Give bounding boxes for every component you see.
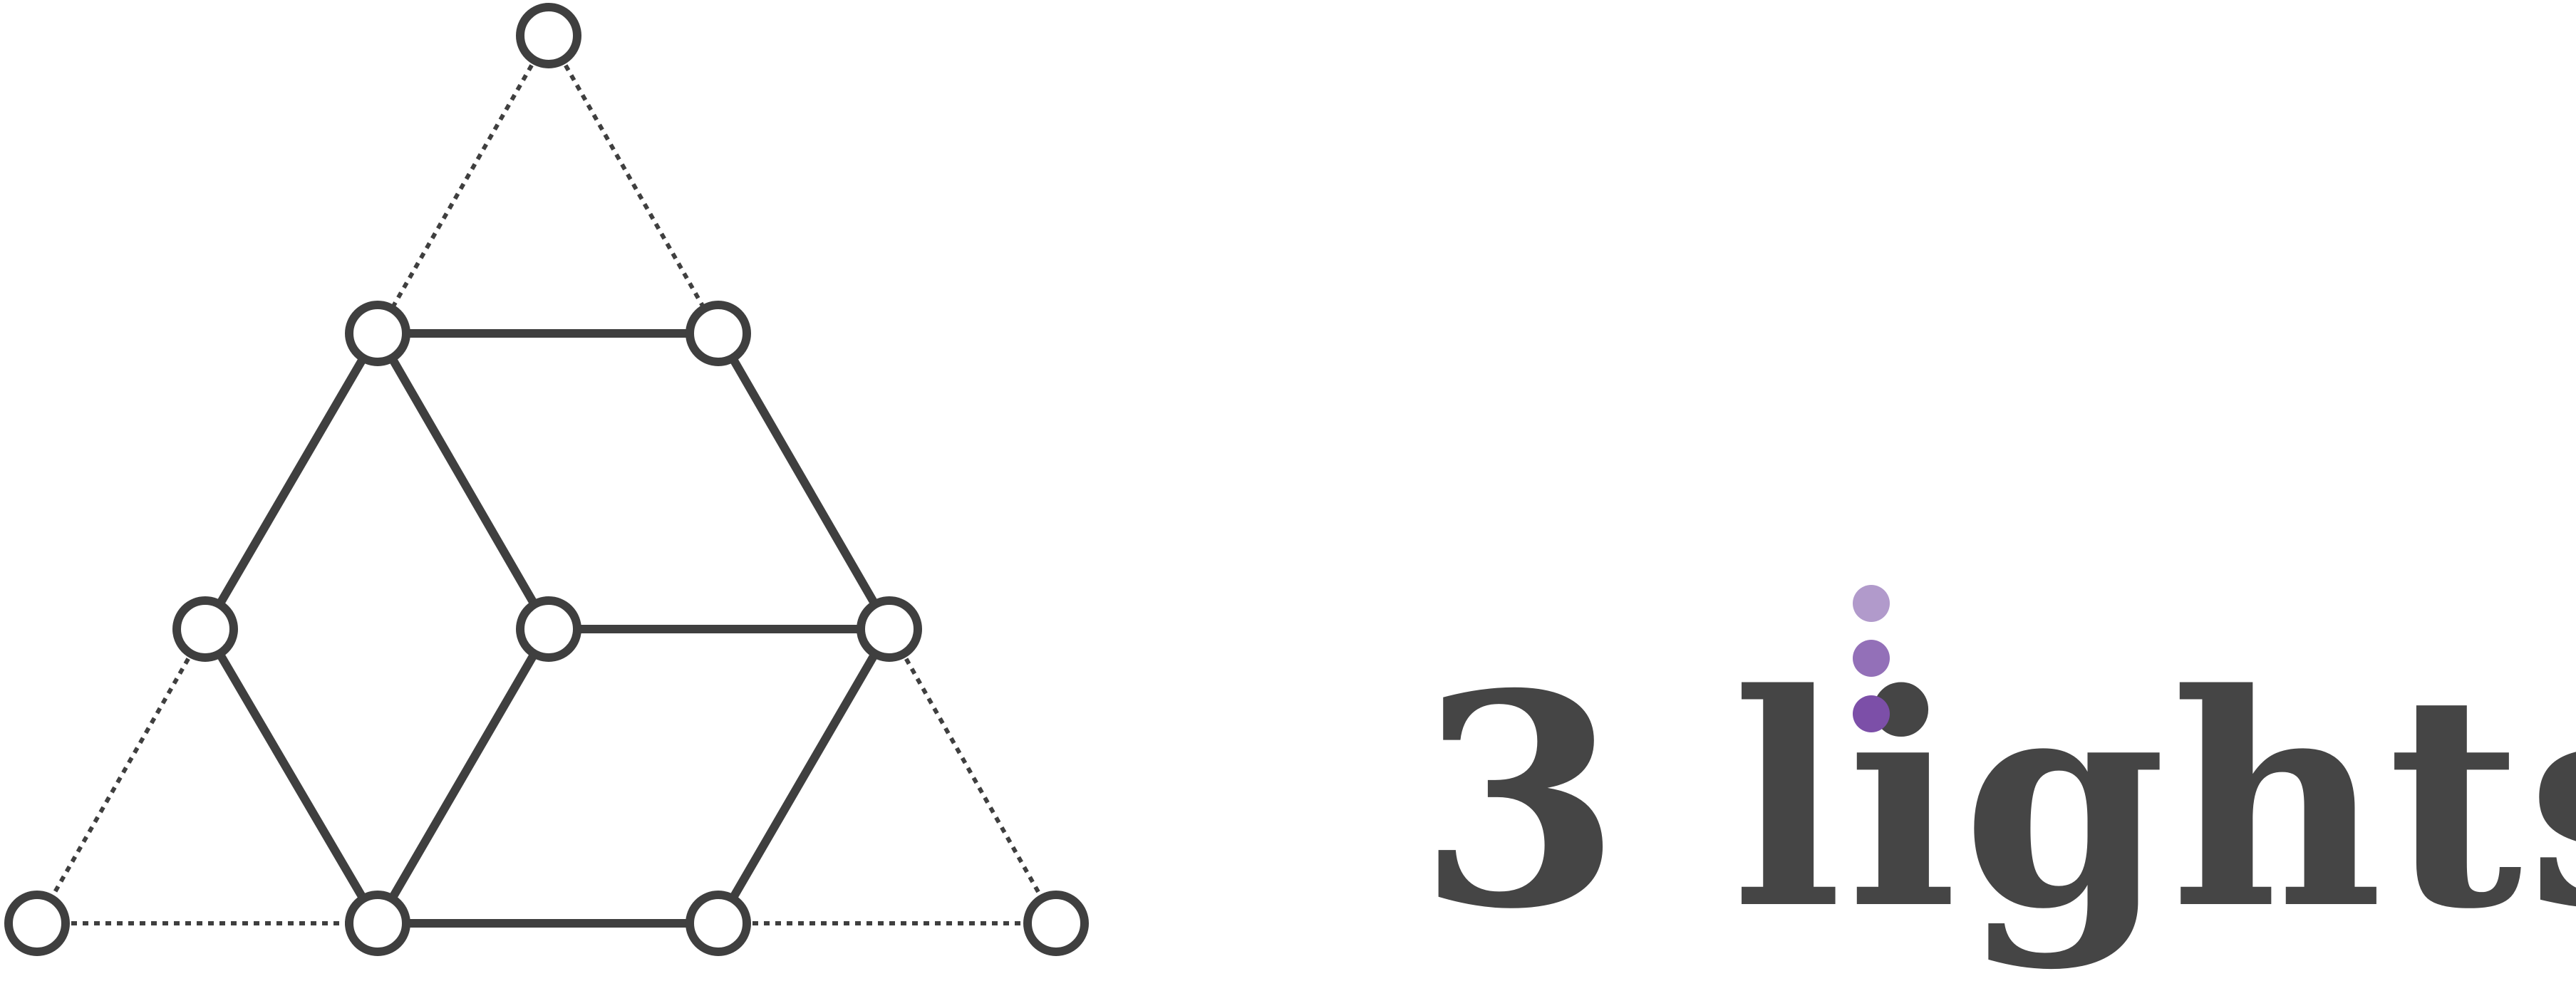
light-dot-top	[1853, 585, 1890, 622]
node-middle-right	[857, 596, 922, 662]
edge-hex-lower-right	[714, 625, 894, 928]
edge-hex-upper-right	[714, 329, 894, 633]
edge-bottom-right-outer	[887, 628, 1058, 925]
edge-hex-upper-left	[201, 329, 382, 633]
node-bottom-right	[1023, 891, 1089, 956]
wordmark: 3 lights	[1418, 534, 2576, 986]
brand-name: 3 lights	[1418, 630, 2576, 973]
node-bottom-inner-left	[345, 891, 410, 956]
dotted-edges	[35, 34, 1058, 925]
edge-top-right	[547, 34, 720, 335]
edge-top-left	[376, 34, 551, 335]
triangle-network-icon	[4, 3, 1089, 956]
node-upper-left	[345, 301, 410, 366]
edge-inner-upper	[373, 329, 553, 633]
solid-edges	[201, 329, 894, 928]
node-middle-left	[172, 596, 238, 662]
nodes	[4, 3, 1089, 956]
node-upper-right	[686, 301, 751, 366]
node-center	[516, 596, 581, 662]
node-top	[516, 3, 581, 68]
edge-bottom-left-outer	[35, 628, 207, 925]
node-bottom-left	[4, 891, 70, 956]
edge-hex-lower-left	[201, 625, 382, 928]
edge-inner-lower	[373, 625, 553, 928]
node-bottom-inner-right	[686, 891, 751, 956]
